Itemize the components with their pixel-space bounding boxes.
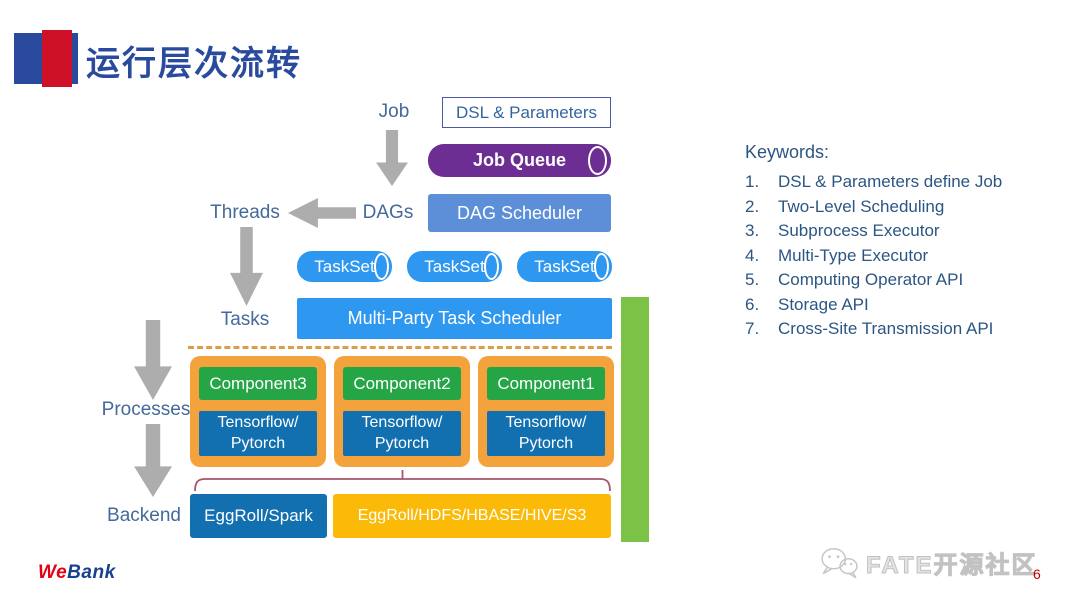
taskset-cylinder-3: TaskSet <box>517 251 612 282</box>
engine-line2: Pytorch <box>230 434 286 452</box>
level-label-dags: DAGs <box>362 202 414 223</box>
cylinder-cap-icon <box>484 253 499 280</box>
green-side-bar <box>621 297 649 542</box>
keyword-number: 6. <box>745 294 760 314</box>
level-label-tasks: Tasks <box>220 309 270 330</box>
page-number: 6 <box>1033 566 1041 582</box>
engine-line1: Tensorflow/ <box>505 413 587 431</box>
keyword-item: 2. Two-Level Scheduling <box>745 195 1065 220</box>
keyword-text: DSL & Parameters define Job <box>778 172 1003 191</box>
job-queue-label: Job Queue <box>472 150 566 170</box>
webank-logo-bank: Bank <box>67 562 116 583</box>
component-group-3: Component3 Tensorflow/ Pytorch <box>190 356 326 467</box>
keyword-item: 5. Computing Operator API <box>745 268 1065 293</box>
keyword-text: Two-Level Scheduling <box>778 196 945 216</box>
engine-box: Tensorflow/ Pytorch <box>199 411 317 456</box>
arrow-tasks-to-processes-icon <box>134 320 172 400</box>
multi-party-task-scheduler-box: Multi-Party Task Scheduler <box>297 298 612 339</box>
taskset-label: TaskSet <box>534 256 595 276</box>
taskset-label: TaskSet <box>424 256 485 276</box>
cylinder-cap-icon <box>588 146 607 175</box>
component-group-1: Component1 Tensorflow/ Pytorch <box>478 356 614 467</box>
keyword-text: Multi-Type Executor <box>778 245 929 265</box>
taskset-cylinder-2: TaskSet <box>407 251 502 282</box>
taskset-cylinder-1: TaskSet <box>297 251 392 282</box>
keyword-item: 3. Subprocess Executor <box>745 219 1065 244</box>
dsl-parameters-box: DSL & Parameters <box>442 97 611 128</box>
watermark-text: FATE开源社区 <box>866 552 1038 580</box>
component-box: Component1 <box>487 367 605 400</box>
cylinder-cap-icon <box>594 253 609 280</box>
engine-line1: Tensorflow/ <box>217 413 299 431</box>
keyword-item: 1. DSL & Parameters define Job <box>745 170 1065 195</box>
engine-line2: Pytorch <box>518 434 574 452</box>
arrow-dags-to-threads-icon <box>288 198 356 228</box>
eggroll-hdfs-box: EggRoll/HDFS/HBASE/HIVE/S3 <box>333 494 611 538</box>
arrow-processes-to-backend-icon <box>134 424 172 497</box>
component-box: Component3 <box>199 367 317 400</box>
keyword-number: 5. <box>745 270 760 289</box>
keyword-item: 7. Cross-Site Transmission API <box>745 317 1065 342</box>
keyword-item: 6. Storage API <box>745 293 1065 318</box>
backend-brace-icon <box>194 470 611 492</box>
keyword-number: 1. <box>745 172 760 191</box>
keyword-text: Subprocess Executor <box>778 221 940 240</box>
keyword-item: 4. Multi-Type Executor <box>745 244 1065 269</box>
engine-box: Tensorflow/ Pytorch <box>487 411 605 456</box>
slide-title: 运行层次流转 <box>86 45 302 83</box>
webank-logo: WeBank <box>38 562 116 584</box>
keyword-text: Cross-Site Transmission API <box>778 319 994 338</box>
arrow-job-to-dags-icon <box>376 130 408 186</box>
level-label-job: Job <box>378 101 410 122</box>
engine-line1: Tensorflow/ <box>361 413 443 431</box>
dag-scheduler-box: DAG Scheduler <box>428 194 611 232</box>
dashed-separator <box>188 346 612 349</box>
webank-logo-we: We <box>38 562 68 583</box>
keyword-number: 3. <box>745 221 760 240</box>
cylinder-cap-icon <box>374 253 389 280</box>
keyword-number: 7. <box>745 319 760 338</box>
webank-logo-mark-red <box>42 30 72 87</box>
component-box: Component2 <box>343 367 461 400</box>
keyword-number: 4. <box>745 245 760 265</box>
job-queue-cylinder: Job Queue <box>428 144 611 177</box>
keywords-panel: Keywords: 1. DSL & Parameters define Job … <box>745 142 1065 342</box>
component-group-2: Component2 Tensorflow/ Pytorch <box>334 356 470 467</box>
wechat-icon <box>821 547 858 578</box>
keyword-text: Computing Operator API <box>778 270 964 289</box>
keywords-list: 1. DSL & Parameters define Job 2. Two-Leve… <box>745 170 1065 342</box>
watermark: FATE开源社区 <box>820 545 1038 580</box>
arrow-threads-to-tasks-icon <box>230 227 263 306</box>
keywords-heading: Keywords: <box>745 142 830 162</box>
engine-line2: Pytorch <box>374 434 430 452</box>
level-label-processes: Processes <box>101 399 191 420</box>
engine-box: Tensorflow/ Pytorch <box>343 411 461 456</box>
level-label-threads: Threads <box>210 202 280 223</box>
keyword-text: Storage API <box>778 294 869 314</box>
keyword-number: 2. <box>745 196 760 216</box>
eggroll-spark-box: EggRoll/Spark <box>190 494 327 538</box>
level-label-backend: Backend <box>107 505 181 526</box>
taskset-label: TaskSet <box>314 256 375 276</box>
